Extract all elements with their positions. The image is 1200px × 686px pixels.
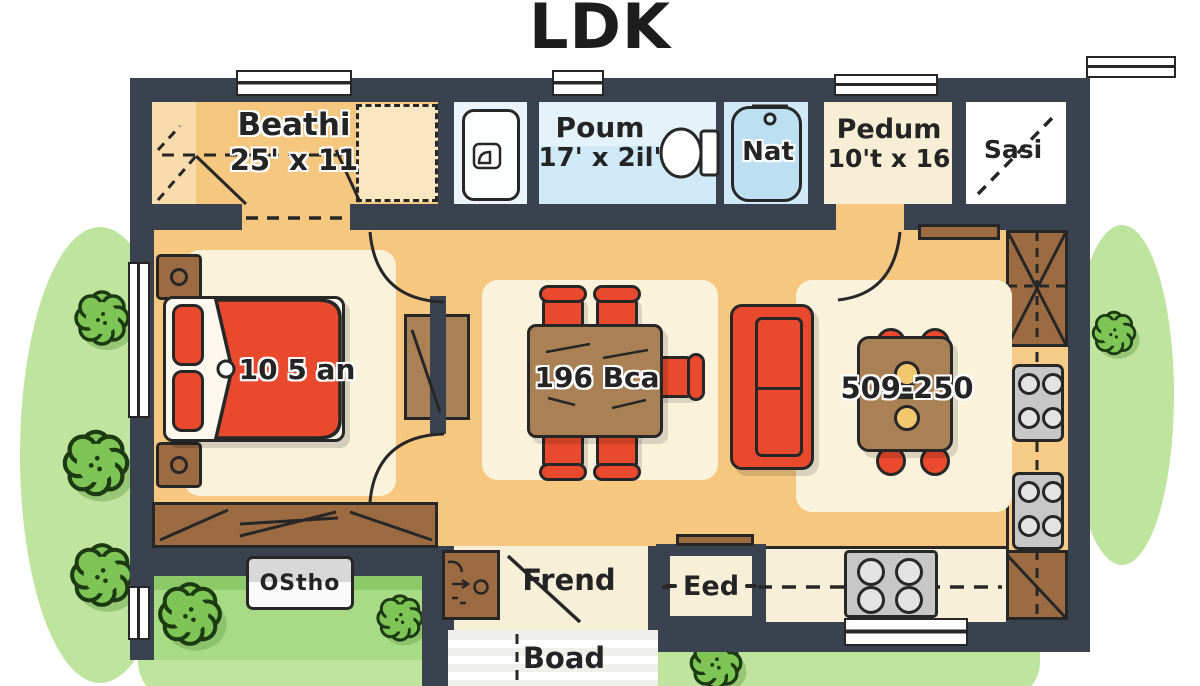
page-title: LDK [528,0,671,63]
room-label-pedum: Pedum 10't x 16 [828,114,951,174]
bed-pillow-bottom [172,370,204,432]
window-top-right-unit [1086,56,1176,78]
dash-mark [745,584,758,588]
wall-post-interior [430,296,446,434]
wall-shelf [918,224,1000,240]
stove-bottom [844,550,938,618]
entry-label: Frend [522,563,616,597]
shower-unit [462,109,520,201]
cooktop-2 [1012,472,1064,550]
bush-icon [65,432,135,502]
bush-icon [74,290,136,352]
closet-panel-right [356,104,438,202]
coffee-table [857,336,953,452]
room-name: Pedum [836,114,942,145]
bathtub [731,106,802,202]
cooktop-1 [1012,364,1064,442]
burner [1018,481,1040,503]
entry-cabinet [442,550,500,620]
burner [1042,481,1064,503]
wardrobe [152,502,438,548]
dining-table-label: 196 Bca [534,361,660,394]
kitchen-corner-cabinet [1006,550,1068,620]
nightstand-knob [170,456,188,474]
window-top-1 [236,70,352,96]
burner [1018,515,1040,537]
room-dims: 25' x 11 [229,142,359,177]
eed-box-inner: Eed [664,556,758,616]
burner [857,586,885,614]
bush-icon [376,594,429,647]
burner [895,586,923,614]
wall-v4 [808,102,824,204]
room-dims: 10't x 16 [827,144,951,174]
burner [1042,515,1064,537]
yard-sign: OStho [246,556,354,610]
window-top-3 [834,74,938,96]
coffee-table-label: 509-250 [840,371,974,405]
sofa-cushion-divider [755,387,803,390]
wall-v1 [438,102,454,204]
wall-v5 [952,102,966,204]
nightstand-knob [170,268,188,286]
bed-label: 10 5 an [238,353,356,386]
burner [895,558,923,586]
bush-icon [1091,310,1141,361]
eed-label: Eed [682,570,740,602]
burner [857,558,885,586]
plate [894,361,920,387]
window-bottom [844,618,968,646]
burner [1018,407,1040,429]
plate [894,405,920,431]
room-dims: 17' x 2il' [538,143,662,174]
room-label-sast: Sasi [983,135,1043,164]
kitchen-tall-cabinet [1006,230,1068,347]
wall-v2 [527,102,539,204]
bed-pillow-top [172,304,204,366]
yard-sign-label: OStho [259,570,341,596]
wall-right [1066,78,1090,652]
burner [1042,373,1064,395]
nightstand-bottom [156,442,202,488]
door-gap-closet [242,204,350,230]
room-name: Beathi [237,107,351,143]
room-pedum [824,102,952,204]
burner [1042,407,1064,429]
window-left-2 [128,586,150,640]
nightstand-top [156,254,202,300]
window-left-1 [128,262,150,418]
bush-icon [160,584,227,651]
room-label-bath: Nat [742,137,794,167]
burner [1018,373,1040,395]
eed-shelf [676,534,754,546]
room-label-bathroom: Poum 17' x 2il' [538,111,662,174]
room-name: Poum [555,111,645,144]
table-bar [895,391,919,399]
steps-label: Boad [522,641,606,675]
window-top-2 [552,70,604,96]
room-label-closet: Beathi 25' x 11 [229,107,359,177]
door-gap-pedum [836,204,904,230]
closet-panel-left [152,102,196,204]
dash-mark [664,584,677,588]
sofa [730,304,814,470]
